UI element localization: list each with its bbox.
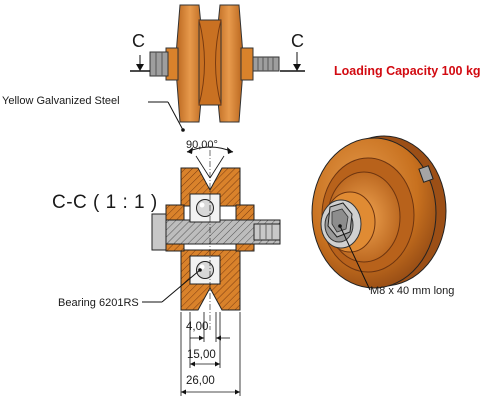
dimension-lines <box>180 312 241 396</box>
dimension-bore-width: 4,00 <box>186 321 209 333</box>
dimension-bearing-width: 15,00 <box>187 349 216 361</box>
groove-angle-dimension <box>186 146 234 179</box>
section-view <box>151 150 281 330</box>
bolt-leader <box>338 224 371 291</box>
dimension-overall-width: 26,00 <box>186 375 215 387</box>
section-marker-right: C <box>291 31 304 51</box>
bolt-label: M8 x 40 mm long <box>370 285 455 297</box>
bearing-leader <box>142 268 202 303</box>
section-marker-left: C <box>132 31 145 51</box>
side-view-wheel <box>165 4 254 123</box>
section-view-label: C-C ( 1 : 1 ) <box>52 192 158 213</box>
isometric-wheel <box>311 135 447 289</box>
bearing-label: Bearing 6201RS <box>58 297 139 309</box>
section-cut-line <box>130 52 305 72</box>
material-leader <box>148 101 185 132</box>
loading-capacity-label: Loading Capacity 100 kg <box>334 64 481 78</box>
groove-angle-label: 90,00° <box>186 139 218 151</box>
side-view-bolt <box>149 51 280 77</box>
material-label: Yellow Galvanized Steel <box>2 95 120 107</box>
